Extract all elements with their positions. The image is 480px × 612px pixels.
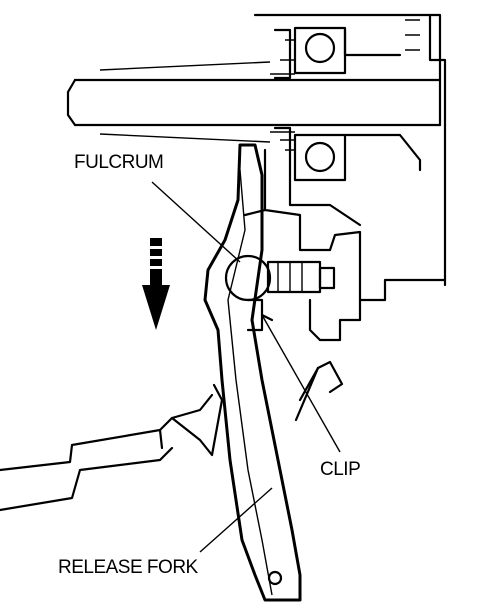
fulcrum-label: FULCRUM — [74, 152, 164, 173]
lower-bearing — [270, 126, 422, 182]
fulcrum-ball — [224, 254, 336, 302]
release-fork — [203, 143, 302, 602]
input-shaft — [66, 61, 442, 143]
release-fork-label: RELEASE FORK — [58, 557, 198, 578]
spring-bracket — [294, 360, 344, 422]
clip-label: CLIP — [320, 459, 361, 480]
downward-arrow — [142, 238, 170, 330]
upper-bearing — [270, 26, 347, 80]
bearing-retainer — [243, 148, 362, 342]
leader-lines — [151, 181, 341, 553]
push-rod-linkage — [0, 383, 224, 512]
